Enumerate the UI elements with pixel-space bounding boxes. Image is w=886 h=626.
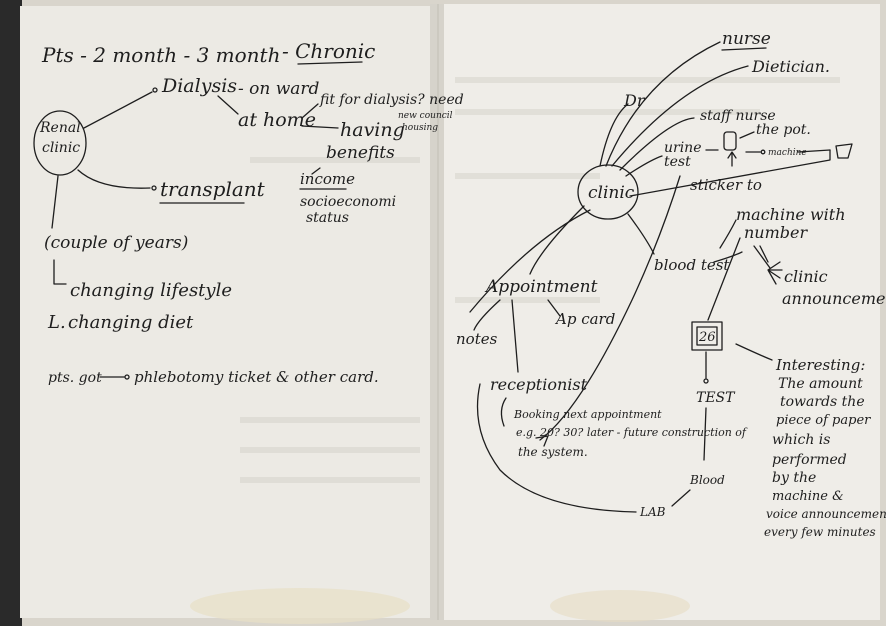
machine-small-label: machine bbox=[768, 148, 807, 158]
changing-diet-prefix: L. bbox=[47, 312, 66, 333]
notes-label: notes bbox=[456, 330, 498, 348]
fit-for-dialysis-label: fit for dialysis? need bbox=[319, 92, 464, 108]
interesting-line9: voice announcements bbox=[766, 507, 886, 521]
appointment-label: Appointment bbox=[484, 277, 598, 297]
interesting-line3: towards the bbox=[780, 394, 865, 410]
interesting-line4: piece of paper bbox=[776, 413, 871, 428]
changing-lifestyle-label: changing lifestyle bbox=[70, 280, 232, 301]
fit-note-line2: housing bbox=[402, 123, 438, 133]
interesting-line5: which is bbox=[772, 432, 830, 448]
renal-clinic-node bbox=[33, 110, 87, 176]
number-label: number bbox=[744, 223, 808, 242]
staff-nurse-label: staff nurse bbox=[700, 108, 776, 124]
clinic-node bbox=[577, 164, 639, 220]
couple-of-years-label: (couple of years) bbox=[44, 233, 188, 253]
ticket-number: 26 bbox=[698, 330, 716, 345]
ap-card-label: Ap card bbox=[554, 310, 615, 328]
booking-line3: the system. bbox=[518, 445, 588, 459]
benefits-label: benefits bbox=[326, 143, 395, 163]
the-pot-label: the pot. bbox=[756, 122, 811, 138]
lab-label: LAB bbox=[639, 505, 666, 519]
test-label: TEST bbox=[696, 390, 736, 406]
interesting-line6: performed bbox=[772, 452, 847, 468]
interesting-line1: Interesting: bbox=[775, 356, 865, 374]
at-home-label: at home bbox=[238, 109, 316, 131]
status-label: status bbox=[306, 210, 349, 226]
changing-diet-label: changing diet bbox=[68, 312, 194, 333]
interesting-note: Interesting: The amount towards the piec… bbox=[764, 356, 886, 539]
interesting-line10: every few minutes bbox=[764, 525, 876, 539]
dietician-label: Dietician. bbox=[751, 57, 830, 76]
interesting-line8: machine & bbox=[772, 489, 844, 504]
blood-test-label: blood test bbox=[654, 256, 730, 274]
transplant-label: transplant bbox=[160, 177, 266, 201]
test-label-top: test bbox=[664, 154, 691, 170]
interesting-line7: by the bbox=[772, 470, 816, 486]
machine-with-label: machine with bbox=[736, 205, 846, 224]
urine-label: urine bbox=[664, 140, 702, 156]
income-label: income bbox=[300, 170, 355, 188]
sticker-to-label: sticker to bbox=[690, 176, 762, 194]
socioeconomic-label: socioeconomi bbox=[300, 194, 396, 210]
show-through-ghosting bbox=[240, 77, 840, 483]
clinic-label: clinic bbox=[588, 183, 635, 203]
notebook-spine-shadow bbox=[0, 0, 22, 626]
clinic-label-left: clinic bbox=[42, 140, 80, 156]
renal-label: Renal bbox=[39, 120, 81, 136]
on-ward-label: - on ward bbox=[238, 79, 320, 99]
phlebotomy-label: phlebotomy ticket & other card. bbox=[134, 368, 379, 386]
fit-note-line1: new council bbox=[398, 111, 453, 121]
dialysis-label: Dialysis bbox=[161, 75, 237, 97]
left-page-notes: Pts - 2 month - 3 month - Chronic Renal … bbox=[33, 39, 464, 386]
left-header: Pts - 2 month - 3 month bbox=[41, 43, 280, 67]
chronic-label: - Chronic bbox=[282, 39, 375, 63]
ticket-number-box bbox=[691, 321, 723, 351]
having-label: having bbox=[340, 119, 405, 141]
urine-pot-icon bbox=[723, 131, 737, 151]
nurse-label: nurse bbox=[722, 29, 771, 49]
announcement-speaker-icon bbox=[767, 261, 783, 285]
blood-label: Blood bbox=[689, 473, 725, 487]
receptionist-label: receptionist bbox=[490, 375, 588, 394]
left-page bbox=[20, 6, 436, 618]
right-page-diagram: clinic Dr nurse Dietician. staff nurse u… bbox=[456, 29, 886, 539]
sample-machine-icon bbox=[835, 143, 853, 159]
clinic-announce-label: clinic bbox=[784, 267, 828, 286]
announcements-label: announcements bbox=[782, 289, 886, 308]
booking-line2: e.g. 20? 30? later - future construction… bbox=[516, 426, 748, 439]
interesting-line2: The amount bbox=[778, 376, 863, 392]
pts-got-label: pts. got bbox=[48, 370, 102, 386]
booking-line1: Booking next appointment bbox=[513, 408, 662, 421]
dr-label: Dr bbox=[623, 91, 646, 110]
